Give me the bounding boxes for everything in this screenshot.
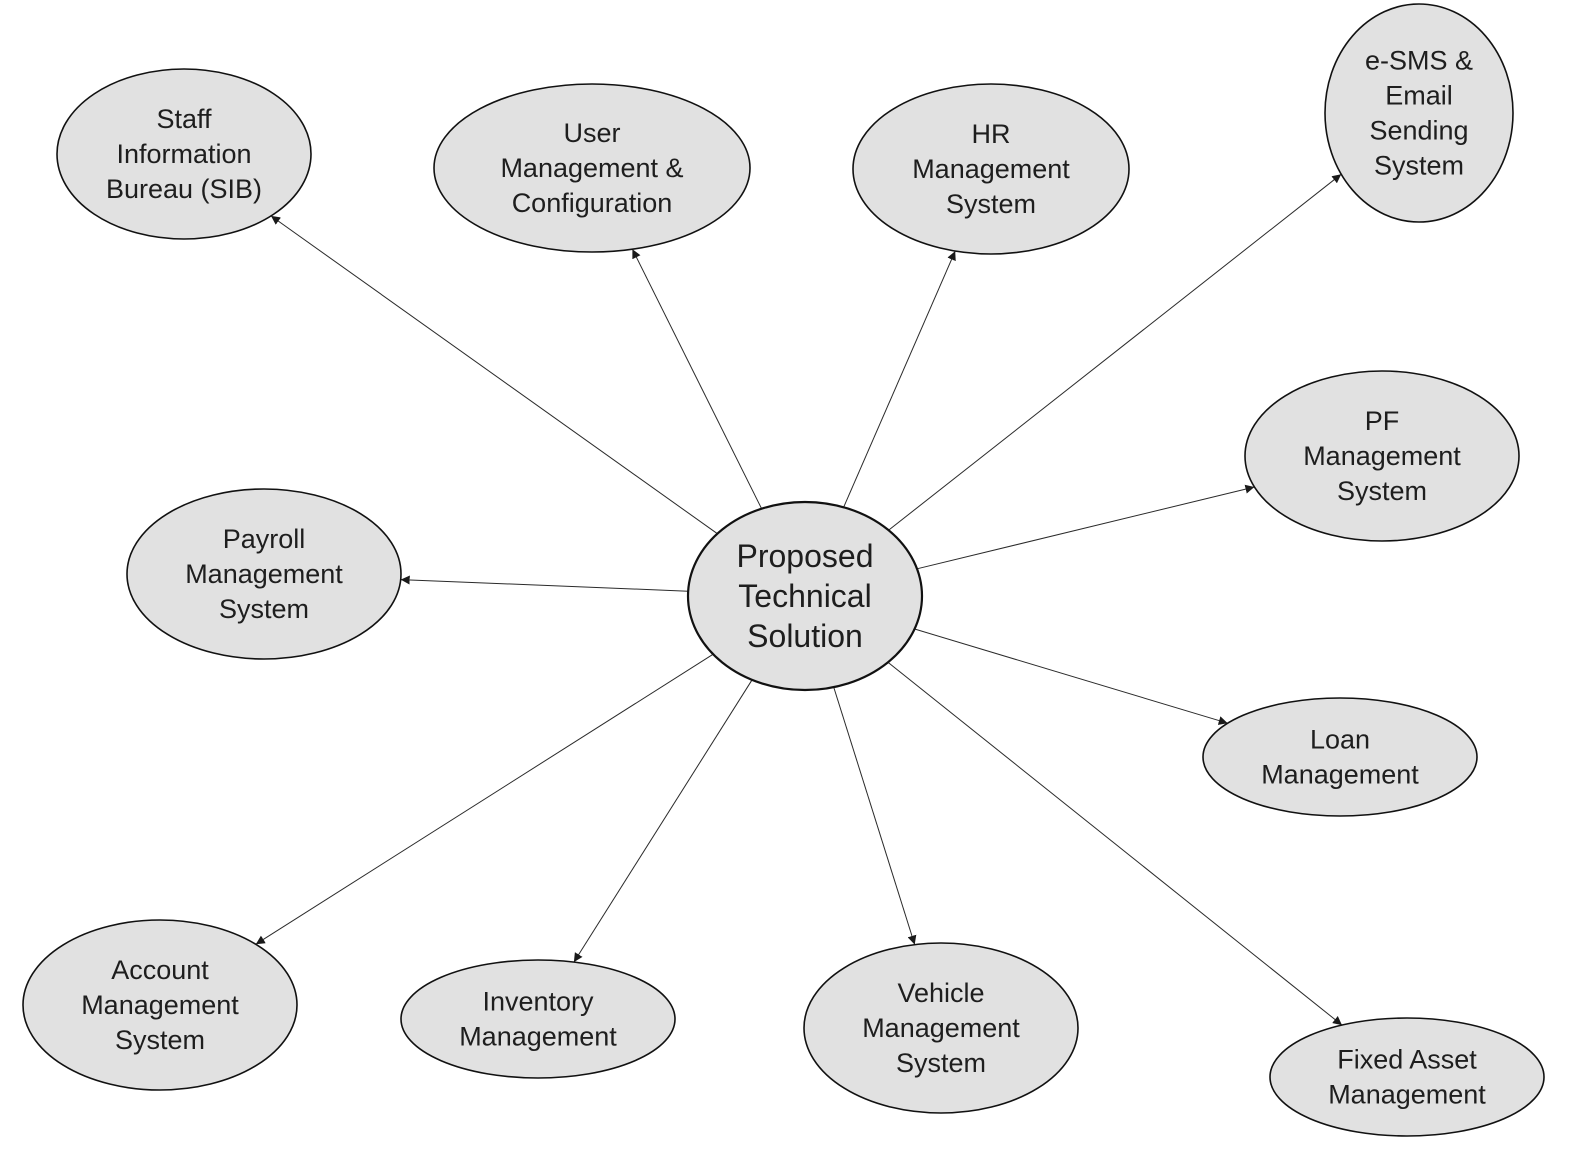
node-label-line: PF (1365, 406, 1400, 436)
node-ellipse (686, 500, 924, 692)
node-ellipse (400, 959, 676, 1079)
arrow-to-vehicle-management-system (833, 686, 917, 945)
arrow-to-esms-email-sending-system (888, 173, 1342, 531)
node-ellipse (852, 83, 1130, 255)
node-label-line: Configuration (512, 188, 673, 218)
node-label-line: Management (1303, 441, 1461, 471)
node-label-line: Sending (1369, 116, 1468, 146)
node-label-line: Management (459, 1022, 617, 1052)
node-ellipse (1324, 3, 1514, 223)
node-ellipse (126, 488, 402, 660)
node-label-line: Payroll (223, 524, 306, 554)
node-label-line: Loan (1310, 725, 1370, 755)
node-label-line: Technical (738, 578, 871, 614)
node-label-line: System (115, 1025, 205, 1055)
node-label-line: System (896, 1048, 986, 1078)
edge-layer (255, 173, 1343, 1026)
node-ellipse (56, 68, 312, 240)
node-label-line: Vehicle (897, 978, 984, 1008)
node-label-line: Fixed Asset (1337, 1045, 1477, 1075)
node-label-line: System (219, 594, 309, 624)
arrow-to-fixed-asset-management (887, 661, 1343, 1026)
arrow-to-loan-management (914, 628, 1228, 725)
node-ellipse (22, 919, 298, 1091)
node-label-line: System (946, 189, 1036, 219)
node-ellipse (433, 83, 751, 253)
node-label-line: Management (81, 990, 239, 1020)
node-label-line: Inventory (482, 987, 594, 1017)
arrow-to-hr-management-system (843, 250, 956, 508)
arrow-to-account-management-system (255, 653, 714, 945)
node-ellipse (1202, 697, 1478, 817)
node-label-line: User (563, 118, 620, 148)
node-ellipse (1269, 1017, 1545, 1137)
node-label-line: Management & (500, 153, 683, 183)
arrow-to-pf-management-system (916, 484, 1255, 570)
arrow-to-user-management-configuration (631, 248, 763, 509)
node-ellipse (803, 942, 1079, 1114)
node-label-line: Information (116, 139, 251, 169)
node-label-line: System (1337, 476, 1427, 506)
node-label-line: HR (972, 119, 1011, 149)
node-label-line: Solution (747, 618, 863, 654)
node-label-line: Management (185, 559, 343, 589)
node-label-line: Proposed (737, 538, 874, 574)
node-label-line: System (1374, 151, 1464, 181)
node-label-line: Bureau (SIB) (106, 174, 262, 204)
arrow-to-payroll-management-system (400, 575, 689, 592)
node-label-line: Staff (156, 104, 212, 134)
node-label-line: Management (1261, 760, 1419, 790)
node-label-line: Management (1328, 1080, 1486, 1110)
node-label-line: Management (912, 154, 1070, 184)
node-label-line: Email (1385, 81, 1453, 111)
arrow-to-inventory-management (573, 679, 753, 963)
arrow-to-staff-information-bureau (270, 215, 718, 535)
node-label-line: e-SMS & (1365, 46, 1473, 76)
node-label-line: Account (111, 955, 209, 985)
node-label-line: Management (862, 1013, 1020, 1043)
node-ellipse (1244, 370, 1520, 542)
